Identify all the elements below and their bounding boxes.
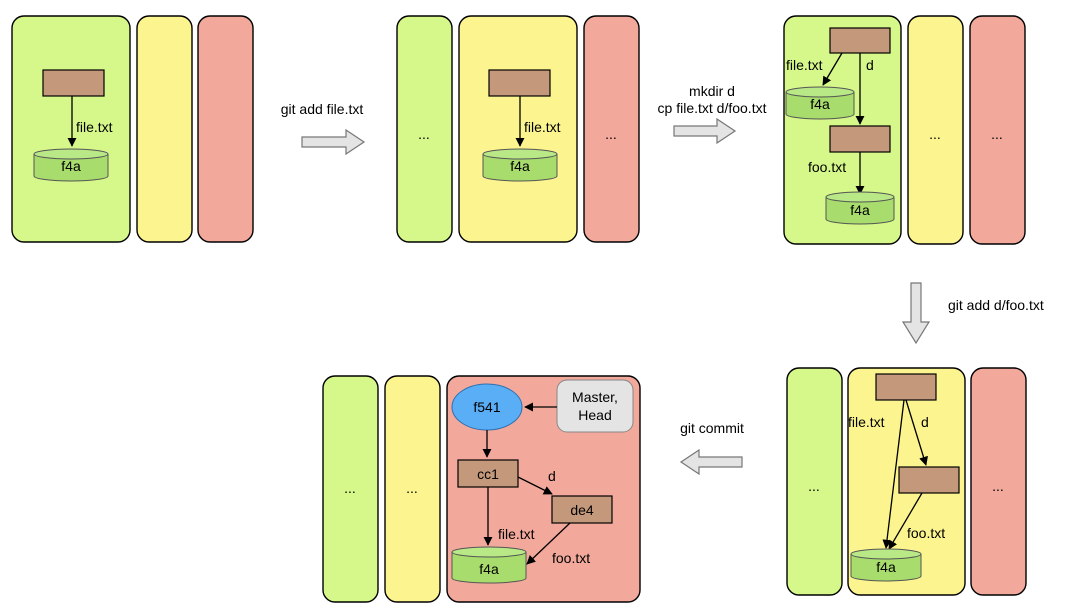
ref-node (556, 379, 634, 433)
step-label-cp: cp file.txt d/foo.txt (658, 100, 767, 116)
edge-label-d: d (921, 414, 929, 430)
commit-label: f541 (473, 399, 500, 415)
tree-label-root: cc1 (477, 466, 499, 482)
blob-node: f4a (33, 148, 109, 182)
repository-panel (970, 367, 1027, 596)
index-panel (384, 375, 441, 603)
blob-node: f4a (451, 546, 527, 584)
edge-label-d: d (866, 57, 874, 73)
working-directory-panel (322, 375, 379, 603)
repository-panel (583, 15, 640, 243)
index-panel (907, 15, 964, 245)
edge-label-file: file.txt (848, 414, 885, 430)
state-3: ... ... file.txt d foo.txt f4a f4a (783, 15, 1026, 245)
edge-label-file: file.txt (76, 119, 113, 135)
tree-node-root (875, 373, 937, 401)
step-label-mkdir: mkdir d (689, 83, 735, 99)
state-5: ... ... f541 Master, Head cc1 de4 d file… (322, 375, 641, 603)
blob-label: f4a (810, 96, 830, 112)
blob-node: f4a (825, 191, 895, 225)
edge-label-d: d (548, 468, 556, 484)
blob-label: f4a (850, 202, 870, 218)
ellipsis: ... (605, 126, 617, 142)
step-label-git-add-file: git add file.txt (281, 101, 364, 117)
edge-file (882, 399, 905, 549)
tree-node-root (457, 459, 519, 488)
blob-label: f4a (61, 158, 81, 174)
state-4: ... ... file.txt d foo.txt f4a (786, 367, 1027, 596)
working-directory-panel (786, 367, 843, 596)
state-1: file.txt f4a (11, 15, 254, 243)
repository-panel (969, 15, 1026, 245)
ellipsis: ... (808, 478, 820, 494)
tree-node (488, 69, 551, 97)
blob-label: f4a (876, 559, 896, 575)
state-2: ... ... file.txt f4a (396, 15, 640, 243)
edge-label-file: file.txt (524, 119, 561, 135)
ref-label-head: Head (578, 407, 611, 423)
tree-node-d (898, 466, 960, 494)
edge-foo (888, 492, 923, 550)
working-directory-panel (396, 15, 453, 243)
ellipsis: ... (418, 126, 430, 142)
ellipsis: ... (406, 480, 418, 496)
edge-label-foo: foo.txt (552, 550, 590, 566)
tree-node-root (829, 27, 891, 54)
tree-node-d (829, 125, 891, 153)
blob-node: f4a (785, 86, 855, 120)
index-panel (136, 15, 193, 243)
blob-node: f4a (850, 548, 922, 582)
step-label-git-commit: git commit (680, 420, 744, 436)
edge-label-foo: foo.txt (808, 159, 846, 175)
blob-node: f4a (482, 148, 558, 182)
blob-label: f4a (479, 561, 499, 577)
step-arrow-3 (901, 282, 931, 345)
step-label-git-add-foo: git add d/foo.txt (948, 297, 1044, 313)
tree-node (42, 69, 105, 97)
edge-d (905, 399, 928, 466)
tree-node-d (551, 495, 613, 524)
ref-label-master: Master, (572, 389, 618, 405)
edge-d (517, 476, 553, 495)
step-arrow-1 (301, 128, 366, 156)
edge-label-file: file.txt (498, 526, 535, 542)
ellipsis: ... (344, 480, 356, 496)
blob-label: f4a (510, 158, 530, 174)
step-arrow-2 (673, 117, 737, 145)
repository-panel (197, 15, 254, 243)
ellipsis: ... (929, 126, 941, 142)
ellipsis: ... (992, 478, 1004, 494)
tree-label-d: de4 (570, 502, 594, 518)
step-arrow-4 (679, 448, 743, 476)
edge-file (822, 52, 843, 86)
edge-foo (526, 522, 571, 565)
edge-label-file: file.txt (786, 57, 823, 73)
edge-label-foo: foo.txt (907, 525, 945, 541)
ellipsis: ... (991, 126, 1003, 142)
